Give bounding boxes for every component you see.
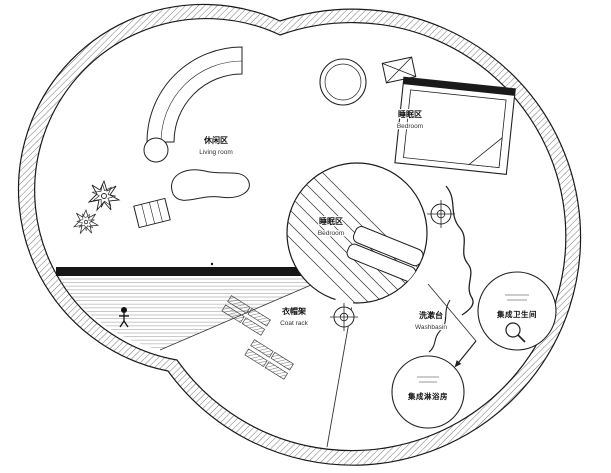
shower-pod-label: 集成淋浴房	[407, 391, 448, 401]
bed-headboard	[403, 77, 516, 96]
zone-label-bedroom-top-zh: 睡眠区	[398, 109, 422, 119]
rack-bar	[244, 348, 268, 368]
rack-bar	[247, 307, 271, 327]
bathroom-pod-label: 集成卫生间	[496, 309, 537, 319]
sofa-seat-line	[160, 60, 243, 143]
coffee-table	[171, 169, 250, 201]
rack-bar	[264, 361, 289, 380]
deck-wall	[56, 267, 334, 276]
fixture-marker-icon	[427, 200, 455, 228]
partition-line-2	[427, 283, 477, 342]
equipment-box-icon	[381, 56, 417, 84]
round-table-inner	[324, 63, 362, 101]
dot-mark	[210, 262, 214, 266]
coat-rack-cluster	[244, 339, 294, 380]
zone-label-living-zh: 休闲区	[203, 135, 228, 145]
zone-label-washbasin-en: Washbasin	[415, 324, 447, 331]
side-table	[133, 197, 171, 229]
rack-bar	[227, 295, 251, 314]
sofa	[146, 46, 243, 143]
person-figure	[119, 307, 129, 328]
toilet-fixture-icon	[505, 322, 526, 343]
partition-line-1	[326, 304, 353, 448]
shower-pod-circle	[391, 355, 465, 429]
rack-bar	[250, 339, 274, 358]
blanket-fold	[468, 136, 503, 169]
sofa-end-table	[143, 137, 169, 163]
round-table	[319, 58, 367, 106]
flow-arrow	[454, 340, 477, 368]
coat-rack-cluster	[221, 295, 271, 336]
plant-icon	[87, 179, 121, 212]
zone-label-coat-rack-en: Coat rack	[280, 320, 309, 327]
zone-label-bedroom-center-zh: 睡眠区	[319, 216, 343, 226]
bathroom-pod: 集成卫生间	[477, 271, 557, 351]
zone-label-bedroom-center-en: Bedroom	[318, 230, 344, 237]
deck-area	[54, 272, 332, 350]
zone-label-living-en: Living room	[199, 149, 233, 156]
zone-label-washbasin-zh: 洗漱台	[419, 310, 443, 320]
plant-icon	[72, 208, 100, 235]
bathroom-pod-circle	[477, 271, 557, 351]
outer-wall-band	[17, 3, 582, 466]
fixture-marker-icon	[330, 303, 358, 331]
shower-pod: 集成淋浴房	[391, 355, 465, 429]
rack-bar	[270, 351, 294, 371]
zone-label-coat-rack-zh: 衣帽架	[282, 306, 306, 316]
curtain-wavy-line	[428, 299, 451, 353]
curtain-wavy-line	[445, 185, 474, 316]
center-bed	[346, 226, 424, 282]
zone-label-bedroom-top-en: Bedroom	[397, 123, 423, 130]
bed-mattress	[403, 89, 507, 169]
rack-bar	[241, 317, 266, 336]
bed-top	[394, 76, 516, 176]
rack-bar	[221, 304, 245, 324]
